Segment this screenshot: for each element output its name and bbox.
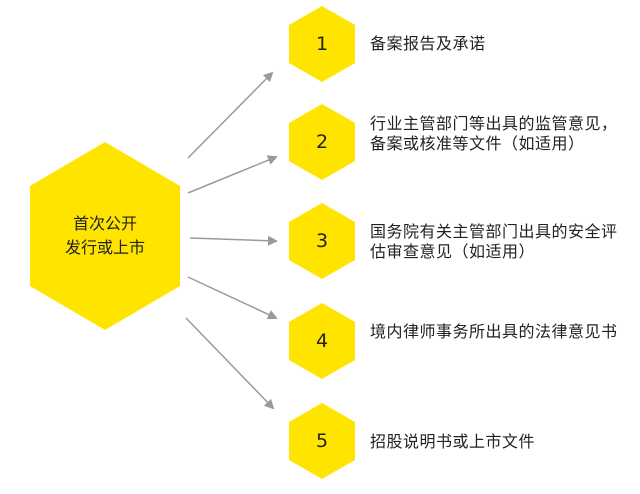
arrow-to-step-5 [185,317,275,410]
center-label-line-2: 发行或上市 [64,238,145,257]
step-4-hexagon [289,303,355,379]
arrow-to-step-4 [187,276,278,320]
step-5-hexagon [289,403,355,479]
step-2-text: 行业主管部门等出具的监管意见，备案或核准等文件（如适用） [370,114,618,153]
step-3-number: 3 [315,230,329,252]
center-label-line-1: 首次公开 [72,214,137,233]
arrow-to-step-3 [189,235,278,246]
step-5-text: 招股说明书或上市文件 [370,432,536,451]
arrow-to-step-1 [187,71,274,159]
center-label: 首次公开 发行或上市 [30,212,180,260]
step-4-text: 境内律师事务所出具的法律意见书 [370,322,618,341]
step-3-text: 国务院有关主管部门出具的安全评估审查意见（如适用） [370,222,618,261]
step-2-hexagon [289,104,355,180]
step-2-number: 2 [315,131,329,153]
step-1-number: 1 [315,33,329,55]
step-1-text: 备案报告及承诺 [370,34,486,53]
center-hexagon [30,142,180,330]
step-1-hexagon [289,6,355,82]
arrow-to-step-2 [187,155,278,194]
step-4-number: 4 [315,330,329,352]
step-5-number: 5 [315,430,329,452]
step-3-hexagon [289,203,355,279]
